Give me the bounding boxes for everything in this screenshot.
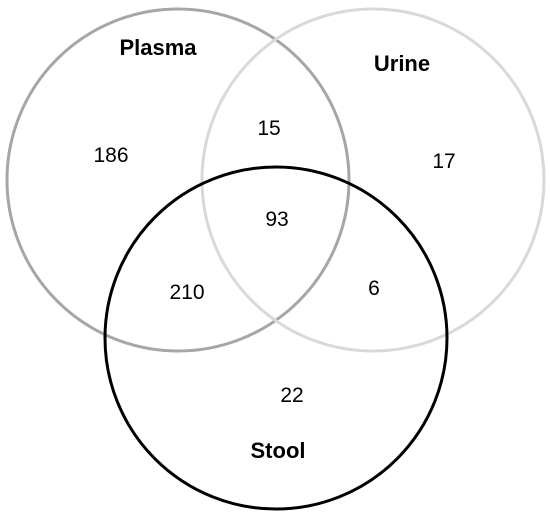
all-three-count: 93 xyxy=(265,208,288,231)
plasma-only-count: 186 xyxy=(93,144,128,167)
urine-only-count: 17 xyxy=(432,150,455,173)
urine-stool-count: 6 xyxy=(368,277,380,300)
stool-circle xyxy=(103,165,449,511)
plasma-stool-count: 210 xyxy=(169,281,204,304)
urine-label: Urine xyxy=(374,51,430,76)
plasma-circle xyxy=(5,7,351,353)
plasma-label: Plasma xyxy=(119,35,197,60)
plasma-urine-count: 15 xyxy=(257,117,280,140)
urine-circle xyxy=(200,7,546,353)
stool-only-count: 22 xyxy=(280,384,303,407)
stool-label: Stool xyxy=(251,438,306,463)
